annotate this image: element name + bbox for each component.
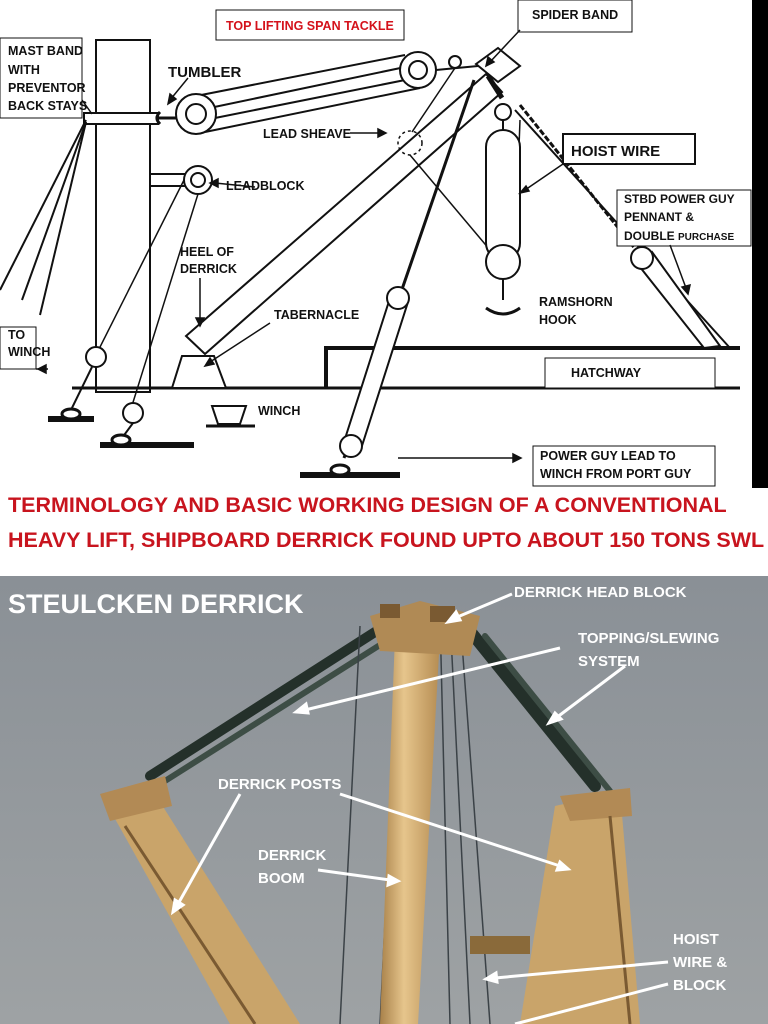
label-boxes	[0, 0, 752, 487]
label-top-lifting-span-tackle: TOP LIFTING SPAN TACKLE	[226, 19, 394, 33]
mast	[95, 39, 151, 393]
label-mast-band-3: PREVENTOR	[8, 81, 86, 95]
label-heel-of-derrick-2: DERRICK	[180, 262, 237, 276]
label-tabernacle: TABERNACLE	[274, 308, 359, 322]
hoist-block	[485, 103, 521, 316]
left-boom-shape	[100, 776, 300, 1024]
caption-line-2: HEAVY LIFT, SHIPBOARD DERRICK FOUND UPTO…	[8, 528, 765, 552]
label-to-winch-2: WINCH	[8, 345, 50, 359]
winch	[206, 405, 255, 428]
label-ramshorn-2: HOOK	[539, 313, 577, 327]
photo-arrows	[170, 592, 669, 1024]
label-hatchway: HATCHWAY	[571, 366, 642, 380]
label-topping-slewing-1: TOPPING/SLEWING	[578, 630, 719, 647]
diagram-caption: TERMINOLOGY AND BASIC WORKING DESIGN OF …	[0, 488, 768, 576]
caption-line-1: TERMINOLOGY AND BASIC WORKING DESIGN OF …	[8, 493, 727, 517]
derrick-post-center	[380, 636, 440, 1024]
label-leadblock: LEADBLOCK	[226, 179, 304, 193]
label-hoist-1: HOIST	[673, 931, 719, 948]
label-mast-band-2: WITH	[8, 63, 40, 77]
label-heel-of-derrick-1: HEEL OF	[180, 245, 234, 259]
label-topping-slewing-2: SYSTEM	[578, 653, 640, 670]
right-boom-shape	[470, 788, 640, 1024]
label-stbd-power-guy-3: DOUBLE PURCHASE	[624, 229, 734, 243]
label-derrick-boom-1: DERRICK	[258, 847, 327, 864]
label-stbd-power-guy-1: STBD POWER GUY	[624, 192, 735, 206]
derrick-diagram: TOP LIFTING SPAN TACKLE SPIDER BAND MAST…	[0, 0, 768, 488]
preventor-back-stays	[0, 119, 87, 316]
label-derrick-posts: DERRICK POSTS	[218, 776, 341, 793]
steulcken-derrick-photo: STEULCKEN DERRICK DERRICK HEAD BLOCK TOP…	[0, 576, 768, 1024]
tumbler-bracket	[155, 110, 176, 126]
label-mast-band-4: BACK STAYS	[8, 99, 87, 113]
label-mast-band-1: MAST BAND	[8, 44, 83, 58]
label-derrick-boom-2: BOOM	[258, 870, 305, 887]
label-derrick-head-block: DERRICK HEAD BLOCK	[514, 584, 687, 601]
label-power-guy-1: POWER GUY LEAD TO	[540, 449, 676, 463]
span-tackle	[175, 51, 479, 135]
label-to-winch-1: TO	[8, 328, 25, 342]
derrick-boom	[184, 72, 504, 356]
label-lead-sheave: LEAD SHEAVE	[263, 127, 351, 141]
label-tumbler: TUMBLER	[168, 64, 241, 81]
edge-strip	[752, 0, 768, 488]
label-stbd-power-guy-2: PENNANT &	[624, 210, 694, 224]
label-ramshorn-1: RAMSHORN	[539, 295, 613, 309]
deck-padeyes	[48, 407, 400, 478]
photo-title: STEULCKEN DERRICK	[8, 589, 304, 619]
label-hoist-3: BLOCK	[673, 977, 726, 994]
label-power-guy-2: WINCH FROM PORT GUY	[540, 467, 692, 481]
label-hoist-2: WIRE &	[673, 954, 727, 971]
label-arrows	[36, 29, 691, 464]
hatch-coaming	[324, 346, 740, 388]
label-spider-band: SPIDER BAND	[532, 8, 618, 22]
label-hoist-wire: HOIST WIRE	[571, 143, 660, 160]
mast-band	[83, 112, 159, 125]
label-winch: WINCH	[258, 404, 300, 418]
